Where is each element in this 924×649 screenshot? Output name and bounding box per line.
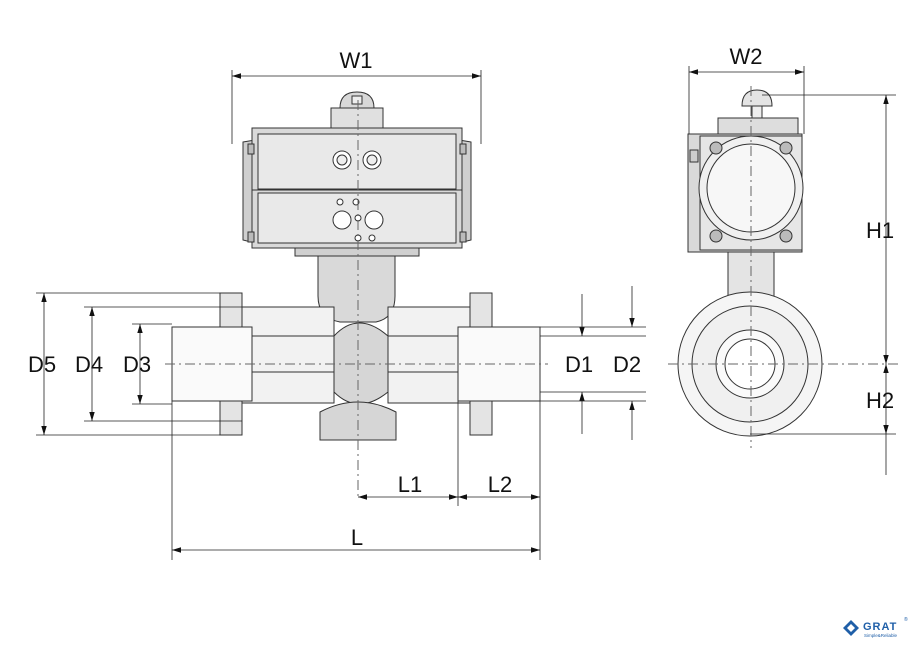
label-w1: W1 — [340, 48, 373, 73]
label-w2: W2 — [730, 44, 763, 69]
actuator-body — [242, 127, 472, 257]
logo-registered: ® — [904, 616, 908, 623]
label-d4: D4 — [75, 352, 103, 377]
dimension-lines — [36, 66, 896, 560]
side-actuator-mount — [717, 117, 799, 135]
label-d1: D1 — [565, 352, 593, 377]
side-view — [668, 86, 900, 448]
label-d3: D3 — [123, 352, 151, 377]
left-pipe — [241, 306, 335, 404]
logo-name: GRAT — [863, 621, 897, 633]
label-d5: D5 — [28, 352, 56, 377]
brand-logo: GRAT ® Simple&Reliable — [843, 616, 908, 638]
dimension-labels: W1 W2 H1 H2 D5 D4 D3 D1 D2 L1 L2 L — [28, 44, 894, 550]
front-view — [165, 91, 548, 500]
label-l1: L1 — [398, 472, 422, 497]
actuator-indicator — [330, 91, 384, 129]
label-d2: D2 — [613, 352, 641, 377]
label-h1: H1 — [866, 218, 894, 243]
label-h2: H2 — [866, 388, 894, 413]
label-l: L — [351, 525, 363, 550]
side-indicator — [741, 89, 773, 121]
logo-tagline: Simple&Reliable — [864, 633, 898, 638]
valve-neck — [317, 255, 396, 323]
label-l2: L2 — [488, 472, 512, 497]
